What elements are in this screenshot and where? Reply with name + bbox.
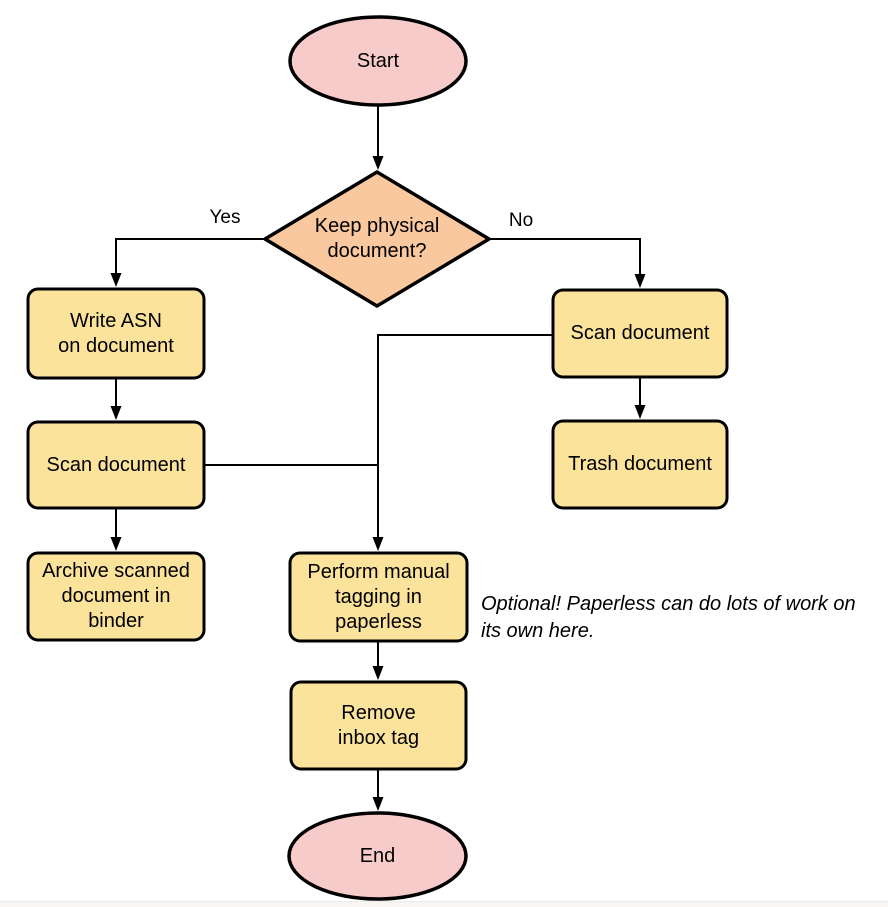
edge-decision-no-to-scan-right (489, 238, 646, 288)
optional-annotation: Optional! Paperless can do lots of work … (481, 593, 856, 642)
arrowhead (372, 537, 384, 551)
arrowhead (110, 537, 122, 551)
archive-binder-process-shape (26, 551, 206, 642)
arrowhead (110, 273, 122, 287)
edge-start-to-decision (372, 105, 384, 170)
trash-document-process-shape (551, 419, 729, 510)
edge-scan-left-to-archive (110, 508, 122, 551)
edge-line (115, 238, 265, 275)
edge-remove-inbox-to-end (372, 769, 384, 811)
scan-document-left-process-shape (26, 420, 206, 510)
edge-scan-right-to-tagging (372, 334, 553, 551)
arrowhead (634, 274, 646, 288)
keep-physical-decision-shape (263, 170, 491, 308)
manual-tagging-process-shape (288, 551, 469, 643)
arrowhead (372, 797, 384, 811)
edge-line (489, 238, 641, 276)
arrowhead (110, 406, 122, 420)
edge-tagging-to-remove-inbox (372, 641, 384, 680)
edge-label-no: No (508, 210, 534, 231)
edge-label-yes: Yes (209, 207, 241, 228)
remove-inbox-tag-process-shape (289, 680, 468, 771)
start-terminator-shape (288, 15, 468, 107)
edge-line (377, 334, 553, 539)
arrowhead (634, 405, 646, 419)
edge-write-asn-to-scan-left (110, 378, 122, 420)
edge-decision-yes-to-write-asn (110, 238, 265, 287)
edge-scan-right-to-trash (634, 377, 646, 419)
arrowhead (372, 156, 384, 170)
arrowhead (372, 666, 384, 680)
end-terminator-shape (287, 811, 468, 901)
bottom-page-strip (0, 901, 888, 907)
scan-document-right-process-shape (551, 288, 729, 379)
write-asn-process-shape (26, 287, 206, 380)
